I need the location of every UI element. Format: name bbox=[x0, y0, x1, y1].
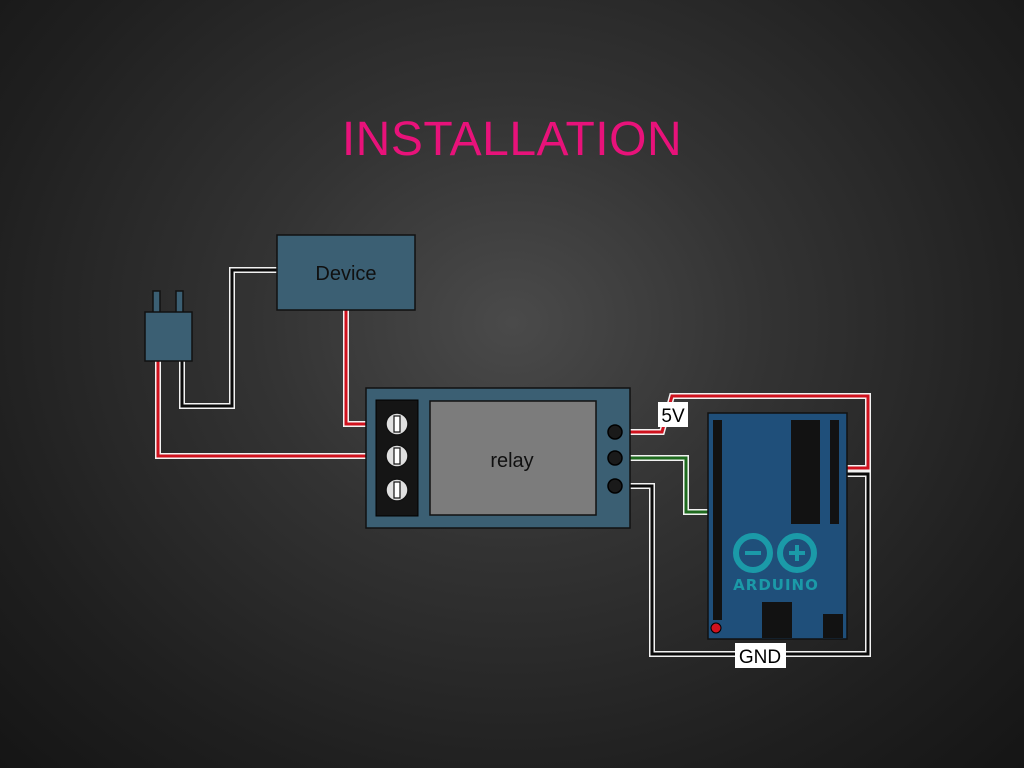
relay-pin-signal bbox=[607, 450, 623, 466]
header-strip-right bbox=[830, 420, 839, 524]
device-label: Device bbox=[315, 263, 376, 285]
device-box: Device bbox=[276, 234, 416, 311]
power-jack bbox=[823, 614, 843, 638]
slide-title: INSTALLATION bbox=[341, 113, 683, 166]
label-5v-text: 5V bbox=[661, 406, 685, 427]
relay-body bbox=[429, 400, 597, 516]
screw-terminal-3 bbox=[385, 478, 409, 502]
reset-button-icon bbox=[710, 622, 722, 634]
arduino-board: ARDUINO bbox=[707, 412, 848, 640]
wire-plug-to-device bbox=[179, 267, 278, 409]
relay-pin-gnd bbox=[607, 478, 623, 494]
label-gnd-text: GND bbox=[739, 647, 781, 668]
arduino-infinity-logo-icon bbox=[733, 533, 817, 573]
relay-pin-vcc bbox=[607, 424, 623, 440]
screw-terminal-2 bbox=[385, 444, 409, 468]
relay-module: relay bbox=[365, 387, 631, 529]
power-plug-icon bbox=[144, 290, 193, 362]
relay-label: relay bbox=[490, 450, 533, 472]
arduino-logo-text: ARDUINO bbox=[733, 576, 819, 594]
usb-port bbox=[762, 602, 792, 638]
chip bbox=[791, 420, 820, 524]
label-5v: 5V bbox=[658, 402, 688, 427]
header-strip-left bbox=[713, 420, 722, 620]
screw-terminal-1 bbox=[385, 412, 409, 436]
label-gnd: GND bbox=[735, 643, 786, 668]
